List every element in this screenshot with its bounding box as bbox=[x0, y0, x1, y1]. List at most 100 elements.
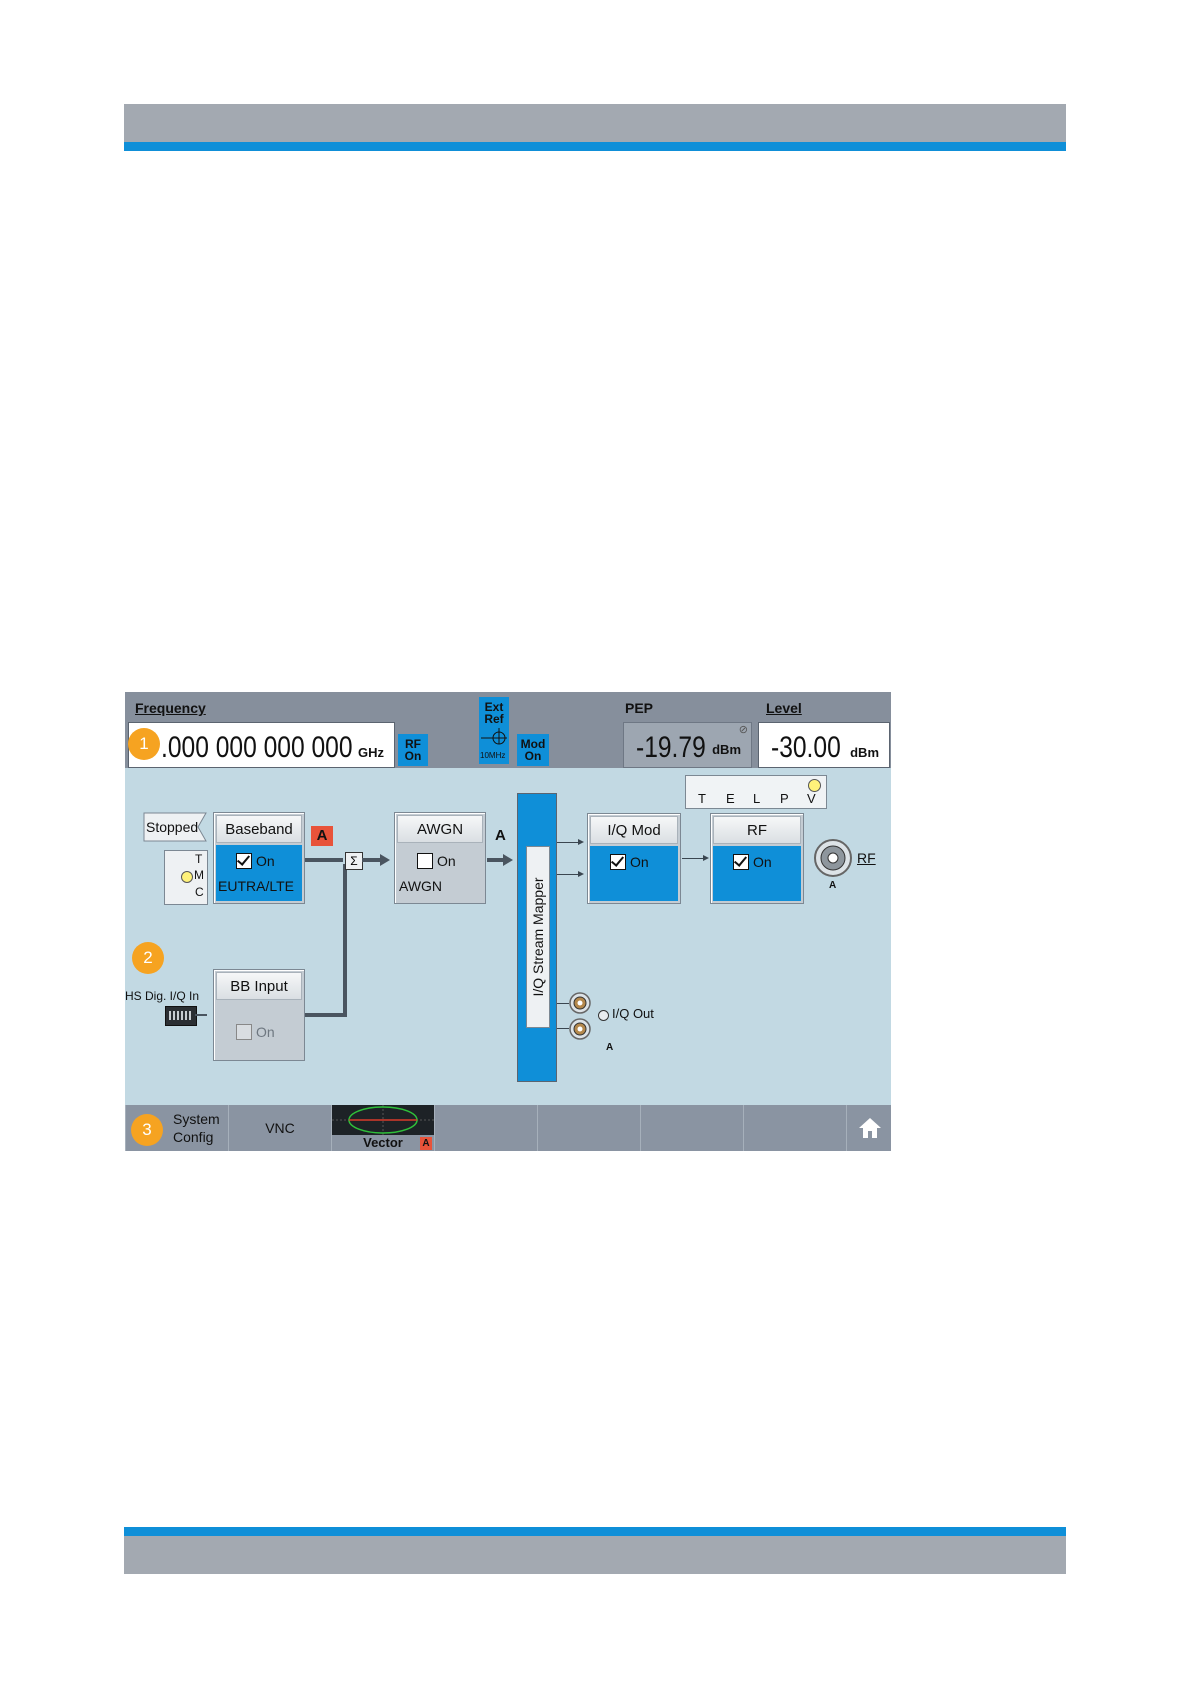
rf-on-button[interactable]: RF On bbox=[398, 734, 428, 766]
path-a-label: A bbox=[495, 827, 506, 844]
iq-mod-block[interactable]: I/Q Mod On bbox=[587, 813, 681, 904]
mapper-to-iqout-line-2 bbox=[557, 1028, 569, 1029]
tmc-c: C bbox=[195, 885, 204, 899]
baseband-body: On EUTRA/LTE bbox=[216, 845, 302, 901]
awgn-arrow-icon bbox=[503, 854, 513, 866]
tmc-m: M bbox=[194, 868, 204, 882]
tmc-box[interactable]: T M C bbox=[164, 850, 208, 905]
instrument-screen: Frequency .000 000 000 000 GHz RF On Ext… bbox=[125, 692, 891, 1151]
page-header-band bbox=[124, 104, 1066, 142]
level-value: -30.00 bbox=[771, 733, 841, 763]
ext-ref-line2: Ref bbox=[479, 713, 509, 725]
page-footer-band bbox=[124, 1536, 1066, 1574]
rf-path-label: A bbox=[829, 880, 836, 891]
system-config-line1: System bbox=[173, 1110, 220, 1128]
mapper-to-iqmod-line-2 bbox=[557, 874, 579, 875]
pep-label: PEP bbox=[625, 700, 653, 716]
baseband-standard: EUTRA/LTE bbox=[218, 878, 294, 894]
iq-stream-mapper-label-box: I/Q Stream Mapper bbox=[526, 846, 550, 1028]
awgn-title[interactable]: AWGN bbox=[397, 815, 483, 843]
sum-arrow-icon bbox=[380, 854, 390, 866]
page-header-stripe bbox=[124, 142, 1066, 151]
rf-block[interactable]: RF On bbox=[710, 813, 804, 904]
baseband-block[interactable]: Baseband On EUTRA/LTE bbox=[213, 812, 305, 904]
rf-body: On bbox=[713, 846, 801, 901]
frequency-field[interactable]: .000 000 000 000 GHz bbox=[128, 722, 395, 768]
telpv-t: T bbox=[698, 791, 706, 806]
vector-button[interactable]: Vector A bbox=[331, 1105, 435, 1151]
bb-input-body: On bbox=[216, 1002, 302, 1058]
awgn-on-label: On bbox=[437, 853, 456, 869]
sum-to-awgn-line bbox=[362, 858, 382, 862]
baseband-on-checkbox[interactable] bbox=[236, 853, 252, 869]
telpv-status[interactable]: T E L P V bbox=[685, 775, 827, 809]
sum-icon: Σ bbox=[345, 852, 363, 870]
home-button[interactable] bbox=[846, 1105, 891, 1151]
mapper-to-iqout-line-1 bbox=[557, 1003, 569, 1004]
level-field[interactable]: -30.00 dBm bbox=[758, 722, 890, 768]
taskbar-slot-6[interactable] bbox=[640, 1105, 744, 1151]
iq-mod-title[interactable]: I/Q Mod bbox=[590, 816, 678, 844]
mod-on-line1: Mod bbox=[517, 734, 549, 750]
rf-on-line2: On bbox=[398, 750, 428, 762]
arrow-icon bbox=[578, 839, 584, 845]
awgn-body: On AWGN bbox=[397, 845, 483, 901]
iq-out-path-label: A bbox=[606, 1042, 613, 1053]
mod-on-button[interactable]: Mod On bbox=[517, 734, 549, 766]
rf-title[interactable]: RF bbox=[713, 816, 801, 844]
arrow-icon bbox=[703, 855, 709, 861]
awgn-label: AWGN bbox=[399, 878, 442, 894]
telpv-p: P bbox=[780, 791, 789, 806]
iq-out-label[interactable]: I/Q Out bbox=[612, 1006, 654, 1021]
callout-3-badge: 3 bbox=[131, 1114, 163, 1146]
ref-osc-icon bbox=[479, 728, 509, 748]
taskbar-slot-7[interactable] bbox=[743, 1105, 847, 1151]
awgn-on-checkbox[interactable] bbox=[417, 853, 433, 869]
frequency-unit: GHz bbox=[358, 745, 384, 760]
vnc-button[interactable]: VNC bbox=[228, 1105, 332, 1151]
hs-dig-label: HS Dig. I/Q In bbox=[125, 989, 199, 1003]
rf-on-label: On bbox=[753, 854, 772, 870]
pep-unit: dBm bbox=[712, 742, 741, 757]
vector-path-badge: A bbox=[420, 1137, 432, 1150]
mod-on-line2: On bbox=[517, 750, 549, 762]
rf-connector-label[interactable]: RF bbox=[857, 850, 876, 866]
iq-mod-on-checkbox[interactable] bbox=[610, 854, 626, 870]
frequency-value: .000 000 000 000 bbox=[161, 733, 353, 763]
tmc-t: T bbox=[195, 852, 202, 866]
iq-out-connector-icon[interactable] bbox=[569, 992, 591, 1014]
bb-input-block[interactable]: BB Input On bbox=[213, 969, 305, 1061]
taskbar-slot-4[interactable] bbox=[434, 1105, 538, 1151]
level-label[interactable]: Level bbox=[766, 700, 802, 716]
bbin-out-line bbox=[305, 1013, 347, 1017]
ext-ref-button[interactable]: Ext Ref 10MHz bbox=[479, 697, 509, 764]
iq-stream-mapper[interactable]: I/Q Stream Mapper bbox=[517, 793, 557, 1082]
stopped-label: Stopped bbox=[146, 819, 198, 835]
arrow-icon bbox=[578, 871, 584, 877]
rf-connector-icon[interactable] bbox=[813, 838, 853, 878]
bb-input-title[interactable]: BB Input bbox=[216, 972, 302, 1000]
iq-out-indicator-icon bbox=[598, 1010, 609, 1021]
status-header: Frequency .000 000 000 000 GHz RF On Ext… bbox=[125, 692, 891, 768]
hs-dig-connector-icon[interactable] bbox=[165, 1006, 197, 1026]
pep-display: -19.79 dBm ⊘ bbox=[623, 722, 752, 768]
ext-ref-line1: Ext bbox=[479, 697, 509, 713]
taskbar-slot-5[interactable] bbox=[537, 1105, 641, 1151]
bb-input-on-checkbox[interactable] bbox=[236, 1024, 252, 1040]
level-unit: dBm bbox=[850, 745, 879, 760]
frequency-label[interactable]: Frequency bbox=[135, 700, 206, 716]
iq-mod-body: On bbox=[590, 846, 678, 901]
awgn-block[interactable]: AWGN On AWGN bbox=[394, 812, 486, 904]
bbin-up-line bbox=[343, 864, 347, 1017]
rf-on-checkbox[interactable] bbox=[733, 854, 749, 870]
baseband-title[interactable]: Baseband bbox=[216, 815, 302, 843]
mapper-to-iqmod-line-1 bbox=[557, 842, 579, 843]
iq-stream-mapper-label: I/Q Stream Mapper bbox=[530, 877, 546, 996]
bb-input-on-label: On bbox=[256, 1024, 275, 1040]
hsdig-to-bbin-line bbox=[195, 1014, 207, 1016]
m-indicator-icon bbox=[181, 871, 193, 883]
iq-out-connector-icon[interactable] bbox=[569, 1018, 591, 1040]
telpv-v: V bbox=[807, 791, 816, 806]
stopped-tag[interactable]: Stopped bbox=[143, 812, 207, 842]
vector-diagram-icon bbox=[332, 1105, 434, 1135]
